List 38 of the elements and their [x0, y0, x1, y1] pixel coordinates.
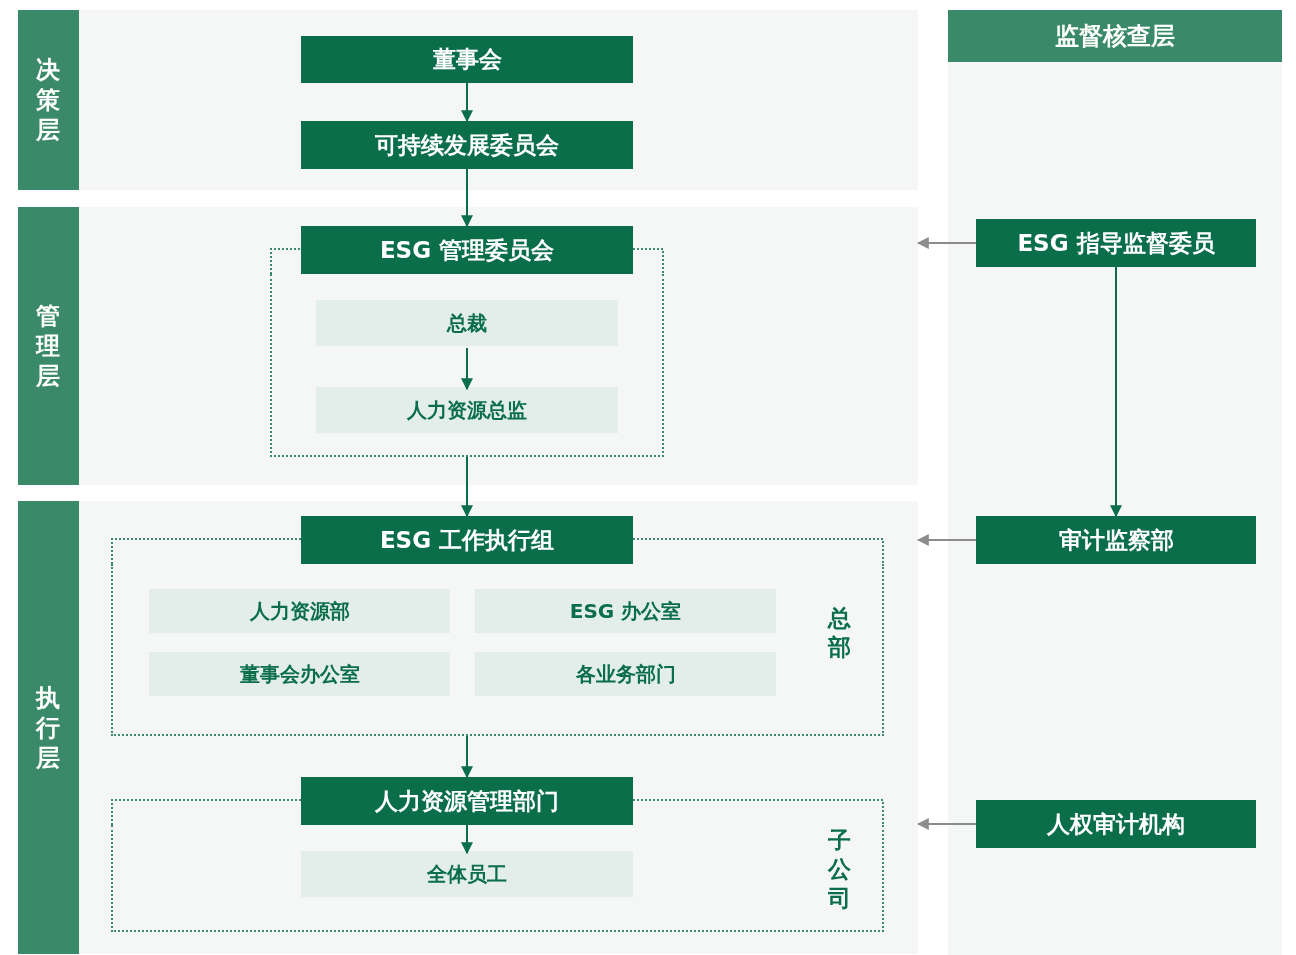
- role-box: 人力资源部: [149, 589, 450, 633]
- arrow: [461, 168, 473, 228]
- org-box: 人力资源管理部门: [301, 777, 633, 825]
- dotted-frame: [270, 274, 664, 457]
- layer-header: 监督核查层: [948, 10, 1282, 62]
- arrow: [461, 456, 473, 518]
- org-box: 审计监察部: [976, 516, 1256, 564]
- org-box: 人权审计机构: [976, 800, 1256, 848]
- layer-label: 决策层: [35, 55, 61, 145]
- dotted-frame: [111, 564, 884, 736]
- role-box: 各业务部门: [475, 652, 776, 696]
- org-box: 董事会: [301, 36, 633, 83]
- arrow: [461, 82, 473, 123]
- role-box: ESG 办公室: [475, 589, 776, 633]
- layer-panel: [18, 501, 918, 954]
- org-box: ESG 指导监督委员: [976, 219, 1256, 267]
- arrow: [916, 818, 977, 830]
- org-box: 可持续发展委员会: [301, 121, 633, 169]
- role-box: 董事会办公室: [149, 652, 450, 696]
- layer-panel: [18, 10, 918, 190]
- side-label: 总部: [826, 604, 852, 662]
- side-label: 子公司: [826, 826, 852, 913]
- arrow: [916, 237, 977, 249]
- arrow: [916, 534, 977, 546]
- org-box: ESG 管理委员会: [301, 226, 633, 274]
- arrow: [461, 824, 473, 855]
- dotted-frame: [111, 825, 884, 932]
- role-box: 人力资源总监: [316, 387, 618, 433]
- layer-panel: [948, 10, 1282, 955]
- org-box: ESG 工作执行组: [301, 516, 633, 564]
- role-box: 总裁: [316, 300, 618, 346]
- layer-panel: [18, 207, 918, 485]
- arrow: [1110, 266, 1122, 518]
- arrow: [461, 735, 473, 779]
- arrow: [461, 347, 473, 391]
- role-box: 全体员工: [301, 851, 633, 897]
- layer-label: 管理层: [35, 301, 61, 391]
- layer-label: 执行层: [35, 682, 61, 773]
